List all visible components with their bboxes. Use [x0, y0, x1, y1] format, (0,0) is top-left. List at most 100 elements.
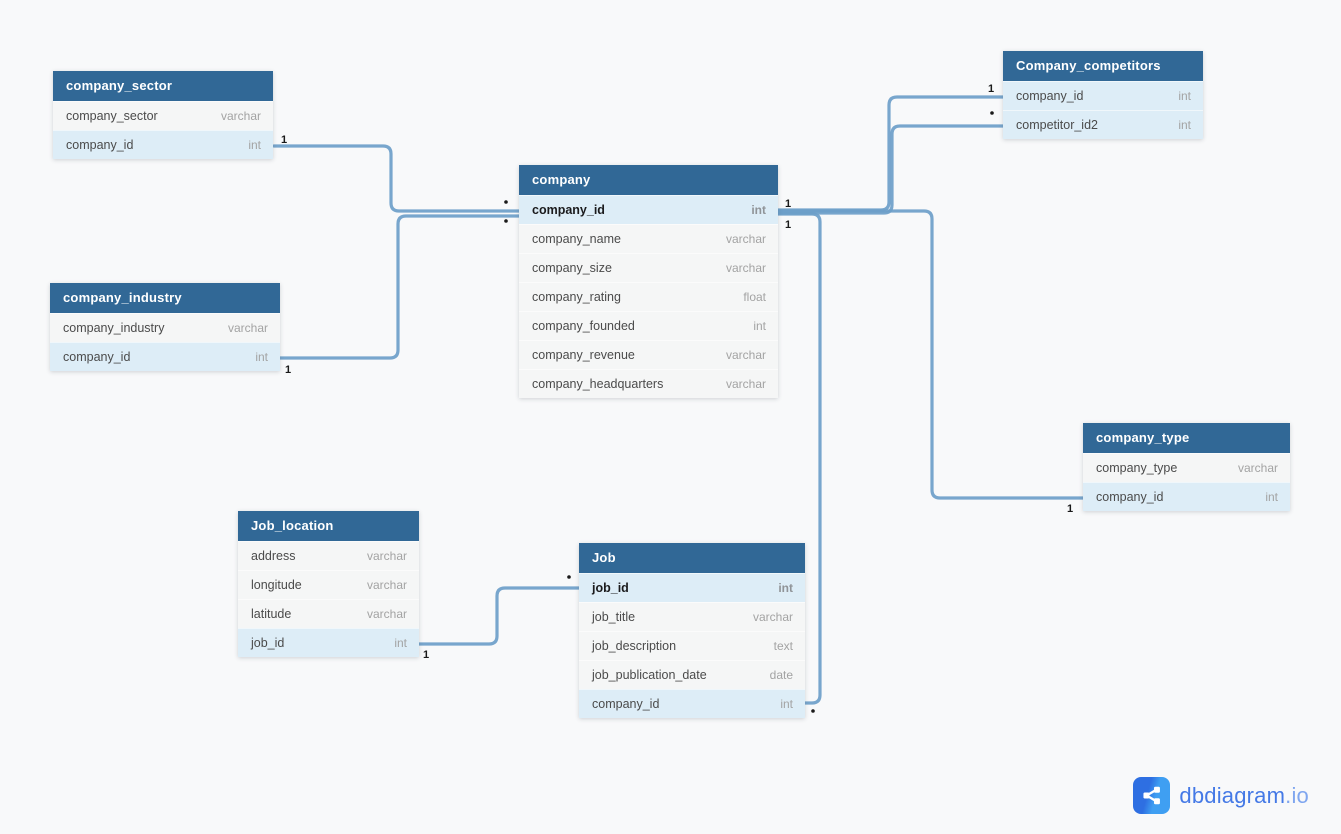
field-name: longitude: [251, 578, 302, 592]
table-header-company_competitors[interactable]: Company_competitors: [1003, 51, 1203, 81]
field-name: company_id: [532, 203, 605, 217]
table-header-company_industry[interactable]: company_industry: [50, 283, 280, 313]
table-title: company_sector: [66, 78, 173, 93]
cardinality-many-label: [504, 219, 508, 223]
field-name: competitor_id2: [1016, 118, 1098, 132]
field-row-competitor_id2[interactable]: competitor_id2 int: [1003, 110, 1203, 139]
field-type: varchar: [366, 578, 407, 592]
field-name: job_id: [251, 636, 285, 650]
cardinality-one-label: 1: [423, 649, 429, 661]
field-row-company_id[interactable]: company_id int: [579, 689, 805, 718]
field-type: varchar: [1237, 461, 1278, 475]
field-row-company_type[interactable]: company_type varchar: [1083, 453, 1290, 482]
field-name: company_id: [66, 138, 134, 152]
table-header-company_sector[interactable]: company_sector: [53, 71, 273, 101]
field-name: company_type: [1096, 461, 1178, 475]
field-type: float: [743, 290, 766, 304]
field-type: varchar: [725, 232, 766, 246]
cardinality-many-label: [504, 200, 508, 204]
field-row-company_name[interactable]: company_name varchar: [519, 224, 778, 253]
field-row-company_id[interactable]: company_id int: [53, 130, 273, 159]
field-name: company_id: [1096, 490, 1164, 504]
table-title: Job: [592, 550, 616, 565]
field-name: address: [251, 549, 296, 563]
field-row-address[interactable]: address varchar: [238, 541, 419, 570]
table-title: Job_location: [251, 518, 334, 533]
field-type: varchar: [752, 610, 793, 624]
field-type: varchar: [366, 607, 407, 621]
table-header-job_location[interactable]: Job_location: [238, 511, 419, 541]
field-row-longitude[interactable]: longitude varchar: [238, 570, 419, 599]
cardinality-one-label: 1: [281, 134, 287, 146]
cardinality-one-label: 1: [285, 364, 291, 376]
dbdiagram-logo-text: dbdiagram.io: [1179, 783, 1309, 809]
table-header-company_type[interactable]: company_type: [1083, 423, 1290, 453]
relationship-line-company-to-job[interactable]: [776, 212, 822, 705]
field-type: date: [769, 668, 793, 682]
field-type: int: [248, 138, 261, 152]
table-header-job[interactable]: Job: [579, 543, 805, 573]
field-type: int: [1265, 490, 1278, 504]
field-name: company_headquarters: [532, 377, 664, 391]
field-name: job_publication_date: [592, 668, 707, 682]
field-row-company_id[interactable]: company_id int: [50, 342, 280, 371]
field-row-latitude[interactable]: latitude varchar: [238, 599, 419, 628]
dbdiagram-logo-badge: [1133, 777, 1171, 814]
field-row-job_publication_date[interactable]: job_publication_date date: [579, 660, 805, 689]
field-type: int: [255, 350, 268, 364]
cardinality-many-label: [567, 575, 571, 579]
field-type: int: [751, 203, 766, 217]
field-row-company_id[interactable]: company_id int: [1083, 482, 1290, 511]
logo-text-suffix: .io: [1285, 782, 1309, 808]
field-name: company_founded: [532, 319, 635, 333]
field-type: int: [1178, 118, 1191, 132]
table-title: Company_competitors: [1016, 58, 1161, 73]
table-header-company[interactable]: company: [519, 165, 778, 195]
relationship-line-company-to-company_competitors-competitor_id2[interactable]: [776, 124, 1005, 215]
field-name: company_size: [532, 261, 612, 275]
relationship-line-company_sector-to-company[interactable]: [272, 144, 521, 213]
relationship-line-company-to-company_type[interactable]: [776, 209, 1085, 500]
field-row-company_id[interactable]: company_id int: [519, 195, 778, 224]
relationship-line-job_location-to-job[interactable]: [417, 586, 581, 646]
table-title: company_type: [1096, 430, 1190, 445]
field-name: company_sector: [66, 109, 158, 123]
field-name: company_name: [532, 232, 621, 246]
field-type: int: [394, 636, 407, 650]
cardinality-many-label: [990, 111, 994, 115]
field-row-company_size[interactable]: company_size varchar: [519, 253, 778, 282]
table-title: company_industry: [63, 290, 182, 305]
field-name: job_id: [592, 581, 629, 595]
field-type: varchar: [725, 261, 766, 275]
cardinality-one-label: 1: [988, 83, 994, 95]
table-title: company: [532, 172, 591, 187]
field-name: latitude: [251, 607, 292, 621]
field-type: int: [780, 697, 793, 711]
field-name: job_description: [592, 639, 677, 653]
field-name: company_industry: [63, 321, 165, 335]
relationship-line-company_industry-to-company[interactable]: [278, 214, 521, 360]
dbdiagram-logo[interactable]: dbdiagram.io: [1133, 777, 1309, 814]
field-name: company_id: [592, 697, 660, 711]
field-type: varchar: [366, 549, 407, 563]
field-row-job_id[interactable]: job_id int: [238, 628, 419, 657]
field-name: company_id: [63, 350, 131, 364]
